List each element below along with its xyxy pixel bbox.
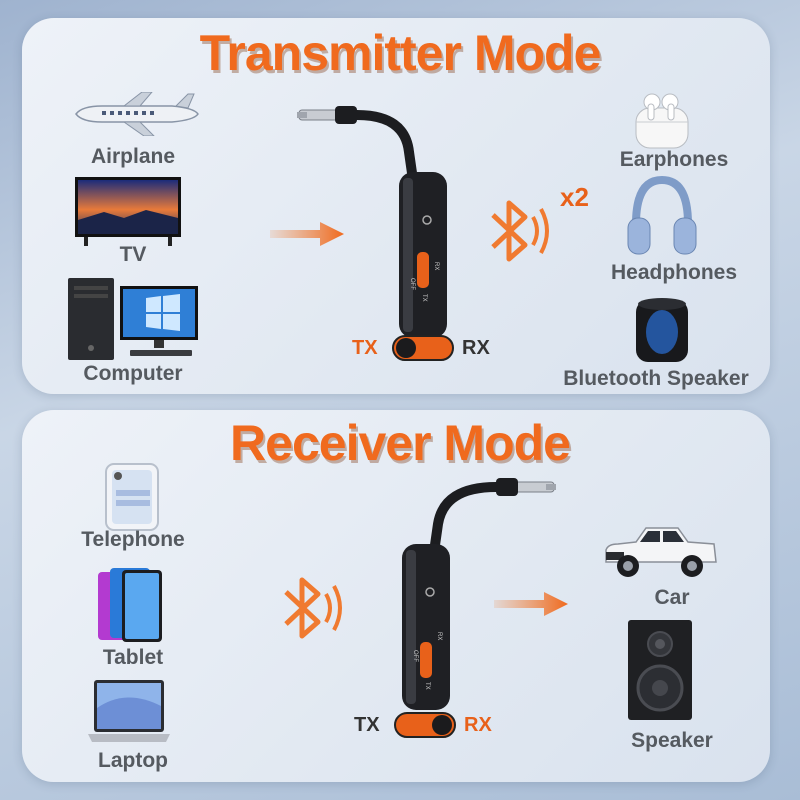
switch-label-rx: RX <box>462 337 490 359</box>
source-label-airplane: Airplane <box>90 145 176 168</box>
svg-text:TX: TX <box>424 682 430 690</box>
mode-switch[interactable] <box>392 335 454 361</box>
phone-icon <box>105 463 159 531</box>
earphones-icon <box>635 93 689 149</box>
tablet-icon <box>98 568 162 642</box>
source-label-laptop: Laptop <box>98 749 168 772</box>
computer-icon <box>68 278 198 360</box>
laptop-icon <box>88 680 170 742</box>
device-icon: RX OFF TX <box>297 106 447 338</box>
mode-switch[interactable] <box>394 712 456 738</box>
receiver-title: Receiver Mode <box>230 415 571 471</box>
airplane-icon <box>75 92 199 136</box>
svg-text:OFF: OFF <box>409 278 415 290</box>
svg-text:TX: TX <box>421 294 427 302</box>
source-label-tv: TV <box>119 243 147 266</box>
source-label-telephone: Telephone <box>81 528 185 551</box>
output-label-speaker: Speaker <box>631 729 713 752</box>
output-label-car: Car <box>654 586 690 609</box>
speaker-icon <box>636 298 688 362</box>
svg-text:RX: RX <box>436 632 442 640</box>
output-label-bluetooth-speaker: Bluetooth Speaker <box>563 367 749 390</box>
car-icon <box>605 527 717 577</box>
svg-text:RX: RX <box>433 262 439 270</box>
bluetooth-icon <box>284 577 342 639</box>
floor-speaker-icon <box>628 620 692 720</box>
switch-label-tx: TX <box>354 714 380 736</box>
multiplier-badge: x2 <box>560 182 589 212</box>
switch-label-tx: TX <box>352 337 378 359</box>
switch-label-rx: RX <box>464 714 492 736</box>
switch-knob <box>396 338 416 358</box>
arrow-right-icon <box>270 222 344 246</box>
svg-text:OFF: OFF <box>412 650 418 662</box>
bluetooth-icon <box>491 200 549 262</box>
output-label-earphones: Earphones <box>619 148 729 171</box>
transmitter-title: Transmitter Mode <box>199 25 602 81</box>
output-label-headphones: Headphones <box>610 261 738 284</box>
switch-knob <box>432 715 452 735</box>
arrow-right-icon <box>494 592 568 616</box>
device-icon: RX OFF TX <box>402 478 556 710</box>
headphones-icon <box>627 175 697 255</box>
source-label-tablet: Tablet <box>102 646 164 669</box>
tv-icon <box>75 177 181 246</box>
source-label-computer: Computer <box>83 362 183 385</box>
